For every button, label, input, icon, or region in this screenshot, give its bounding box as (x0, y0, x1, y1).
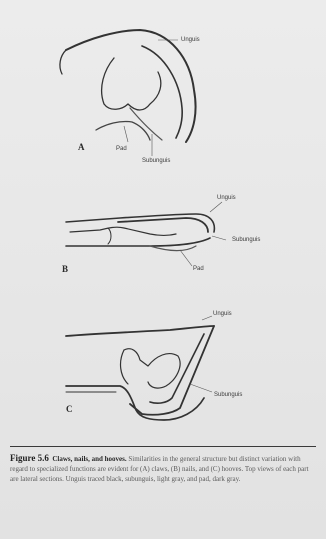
claw-bone (102, 58, 161, 110)
panel-b-letter: B (62, 264, 68, 274)
nail-digit-bottom (66, 238, 210, 246)
claw-drawing (60, 30, 196, 142)
hoof-bone (124, 349, 180, 388)
hoof-phalanx (121, 350, 128, 384)
panel-a-letter: A (78, 142, 85, 152)
label-b-unguis: Unguis (217, 195, 236, 201)
label-c-unguis: Unguis (213, 311, 232, 317)
claw-unguis-outer (66, 30, 196, 142)
claw-pad (96, 121, 150, 140)
nail-digit-top (66, 214, 214, 232)
label-a-pad: Pad (116, 146, 127, 152)
caption-figure-number: Figure 5.6 (10, 453, 49, 463)
nail-bone (70, 227, 176, 235)
label-a-unguis: Unguis (181, 37, 200, 43)
caption-title: Claws, nails, and hooves. (52, 455, 126, 463)
label-a-subunguis: Subunguis (142, 158, 170, 164)
panel-c-letter: C (66, 404, 73, 414)
nail-joint (108, 228, 111, 244)
figure-caption: Figure 5.6 Claws, nails, and hooves. Sim… (10, 446, 316, 484)
hoof-top (66, 326, 214, 336)
claw-digit-base (60, 50, 66, 74)
label-b-pad: Pad (193, 266, 204, 272)
claw-unguis-inner (142, 46, 182, 138)
hoof-bottom (66, 386, 204, 420)
label-b-subunguis: Subunguis (232, 237, 260, 243)
hoof-drawing (66, 326, 214, 420)
figure-illustration (0, 0, 326, 445)
label-c-subunguis: Subunguis (214, 392, 242, 398)
nail-drawing (66, 214, 214, 251)
claw-subunguis (130, 108, 162, 140)
